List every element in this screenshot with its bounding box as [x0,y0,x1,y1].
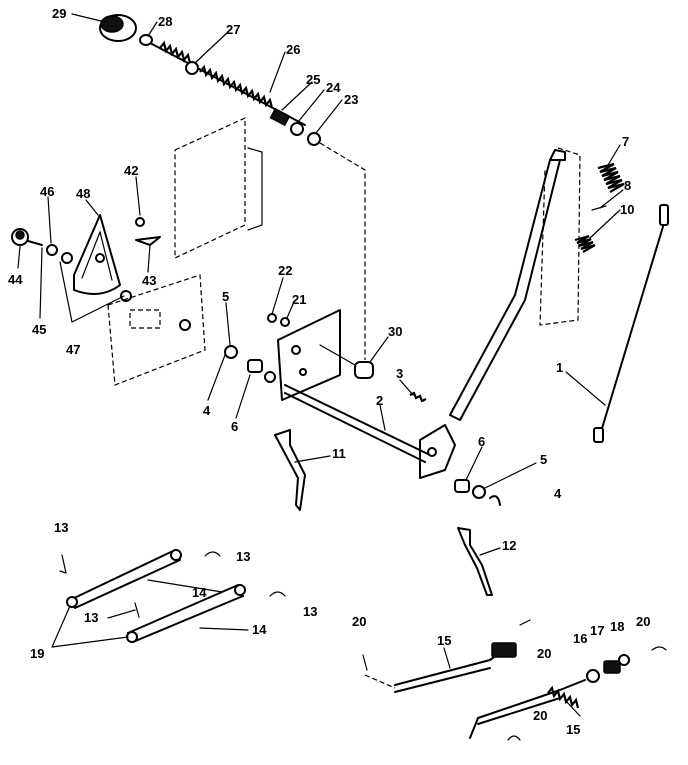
callout-14-b: 14 [252,622,267,637]
callout-13-b: 13 [236,549,250,564]
callout-15-a: 15 [437,633,451,648]
callout-18: 18 [610,619,624,634]
callout-13-c: 13 [84,610,98,625]
callout-13-d: 13 [303,604,317,619]
callout-6-right: 6 [478,434,485,449]
leader-lines [17,13,624,717]
springs [574,162,625,253]
lower-rods [362,619,667,741]
link-12 [457,527,493,596]
callout-4-left: 4 [203,403,211,418]
callout-26: 26 [286,42,300,57]
callout-45: 45 [32,322,46,337]
callout-5-left: 5 [222,289,229,304]
callout-20-c: 20 [636,614,650,629]
callout-13-a: 13 [54,520,68,535]
callout-20-d: 20 [533,708,547,723]
callout-44: 44 [8,272,23,287]
callout-4-right: 4 [554,486,562,501]
lift-lever [419,149,566,506]
callout-20-a: 20 [352,614,366,629]
callout-23: 23 [344,92,358,107]
callout-48: 48 [76,186,90,201]
callout-1: 1 [556,360,563,375]
callout-19: 19 [30,646,44,661]
callout-17: 17 [590,623,604,638]
callout-46: 46 [40,184,54,199]
callout-47: 47 [66,342,80,357]
link-11 [274,429,306,511]
callout-21: 21 [292,292,306,307]
callout-2: 2 [376,393,383,408]
callout-30: 30 [388,324,402,339]
lift-links [51,549,286,648]
dashed-tube [539,147,581,326]
callout-10: 10 [620,202,634,217]
callout-8: 8 [624,178,631,193]
height-adjust-knob-assembly [99,14,366,360]
rod [593,204,669,443]
callout-11: 11 [332,446,346,461]
callout-12: 12 [502,538,516,553]
callout-24: 24 [326,80,341,95]
callout-43: 43 [142,273,156,288]
callout-16: 16 [573,631,587,646]
callout-28: 28 [158,14,172,29]
callout-15-b: 15 [566,722,580,737]
callout-3: 3 [396,366,403,381]
callout-7: 7 [622,134,629,149]
callout-14-a: 14 [192,585,207,600]
callout-5-right: 5 [540,452,547,467]
dashed-plate-upper [174,117,263,259]
callout-29: 29 [52,6,66,21]
callout-27: 27 [226,22,240,37]
left-bracket-assembly [11,214,206,386]
callout-6-left: 6 [231,419,238,434]
callout-22: 22 [278,263,292,278]
callout-42: 42 [124,163,138,178]
callout-20-b: 20 [537,646,551,661]
center-shaft-assembly [224,309,431,463]
callout-labels: 29 28 27 26 25 24 23 42 46 48 43 44 45 4… [8,6,650,737]
callout-25: 25 [306,72,320,87]
